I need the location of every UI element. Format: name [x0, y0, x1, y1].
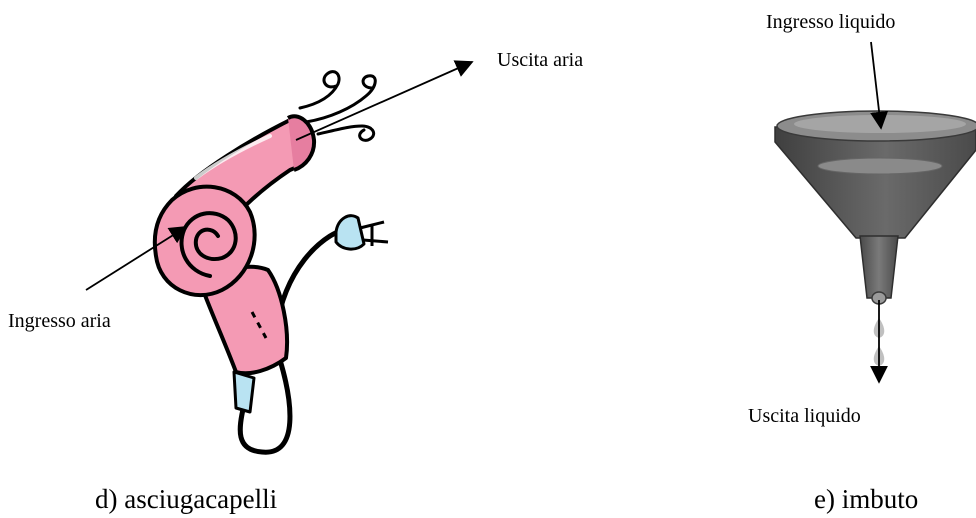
funnel-illustration	[775, 111, 976, 366]
dryer-motor-housing	[155, 187, 255, 295]
dryer-handle-base	[234, 372, 254, 412]
air-outlet-label: Uscita aria	[497, 49, 583, 71]
liquid-inlet-label: Ingresso liquido	[766, 11, 895, 33]
funnel-liquid-surface	[818, 158, 942, 174]
plug-icon	[336, 216, 388, 249]
liquid-outlet-label: Uscita liquido	[748, 405, 861, 427]
air-inlet-label: Ingresso aria	[8, 310, 111, 332]
funnel-caption: e) imbuto	[814, 484, 918, 514]
funnel-stem	[860, 236, 898, 298]
funnel-cone	[775, 127, 976, 238]
hair-dryer-illustration	[155, 72, 388, 453]
hair-dryer-caption: d) asciugacapelli	[95, 484, 277, 514]
